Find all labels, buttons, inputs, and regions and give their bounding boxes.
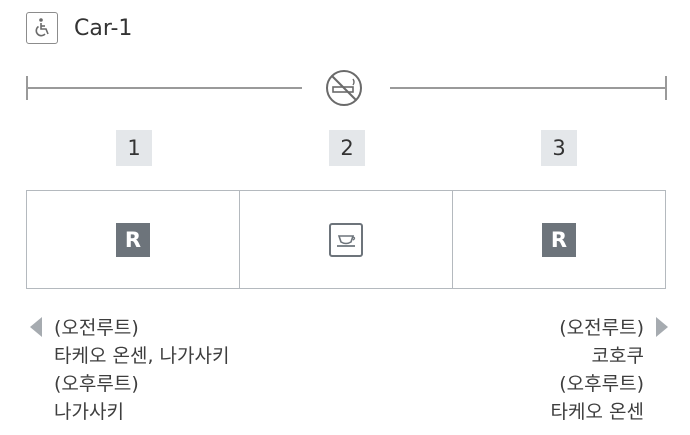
direction-left-line: 나가사키 xyxy=(54,401,124,423)
reserved-icon: R xyxy=(542,222,576,257)
direction-left-text: (오전루트) 타케오 온센, 나가사키 (오후루트) 나가사키 xyxy=(54,314,229,426)
direction-right-line: (오후루트) xyxy=(559,373,644,395)
seat-number-3: 3 xyxy=(541,130,577,166)
no-smoking-icon xyxy=(326,70,362,106)
direction-right-line: 코호쿠 xyxy=(591,345,644,367)
seat-number-2: 2 xyxy=(329,130,365,166)
car-cell-1[interactable]: R xyxy=(27,191,240,288)
reserved-icon: R xyxy=(116,222,150,257)
car-header: Car-1 xyxy=(26,12,132,44)
car-diagram: R R xyxy=(26,190,666,289)
direction-left: (오전루트) 타케오 온센, 나가사키 (오후루트) 나가사키 xyxy=(30,314,229,426)
direction-right-line: (오전루트) xyxy=(559,317,644,339)
span-line-left xyxy=(27,87,302,89)
direction-right-line: 타케오 온센 xyxy=(550,401,644,423)
arrow-left-icon xyxy=(30,317,42,337)
span-cap-right xyxy=(665,76,667,100)
direction-left-line: 타케오 온센, 나가사키 xyxy=(54,345,230,367)
span-line-right xyxy=(390,87,665,89)
direction-left-line: (오전루트) xyxy=(54,317,139,339)
direction-right-text: (오전루트) 코호쿠 (오후루트) 타케오 온센 xyxy=(551,314,644,426)
direction-left-line: (오후루트) xyxy=(54,373,139,395)
car-cell-3[interactable]: R xyxy=(453,191,665,288)
direction-right: (오전루트) 코호쿠 (오후루트) 타케오 온센 xyxy=(551,314,668,426)
span-cap-left xyxy=(26,76,28,100)
coffee-cup-icon xyxy=(329,222,363,257)
car-cell-2[interactable] xyxy=(240,191,453,288)
seat-number-1: 1 xyxy=(116,130,152,166)
wheelchair-icon xyxy=(26,12,58,44)
arrow-right-icon xyxy=(656,317,668,337)
car-label: Car-1 xyxy=(74,15,133,41)
